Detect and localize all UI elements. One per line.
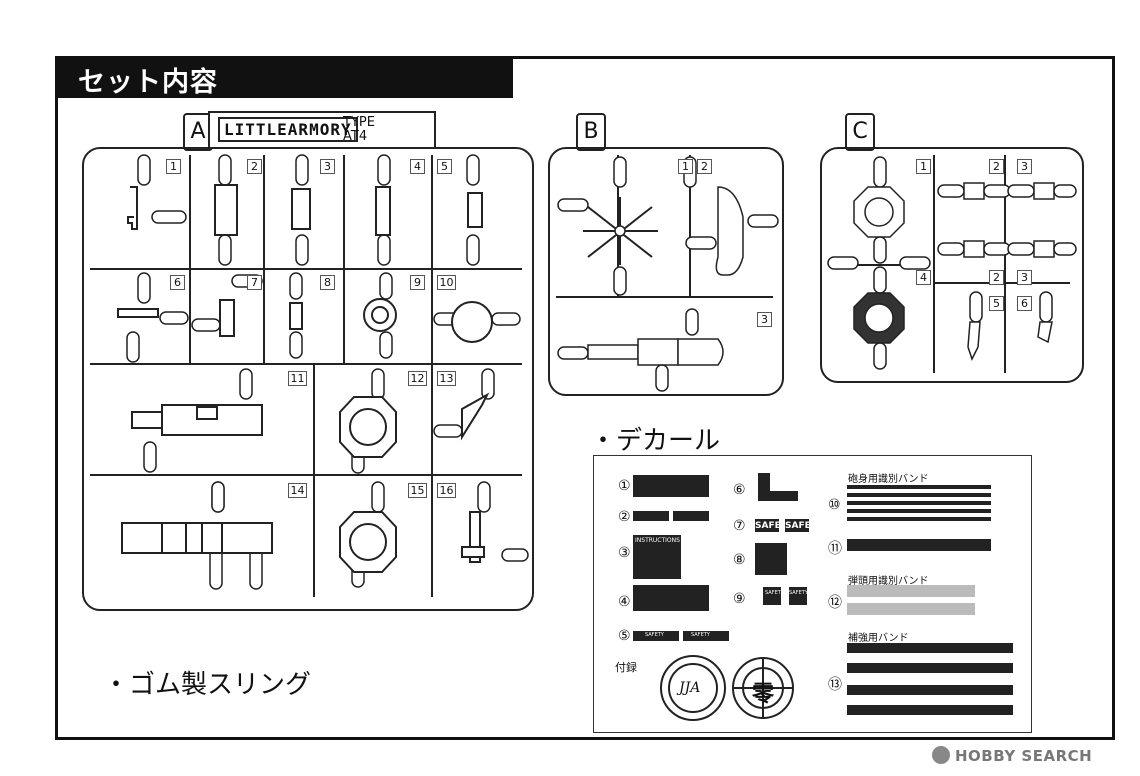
decal-number: ⑥ [733,482,746,498]
part-tag: 3 [1017,270,1032,285]
part-tag: 16 [437,483,456,498]
decal-number: ② [618,509,631,525]
content-frame [55,56,1115,740]
type-line-2: AT4 [343,129,368,144]
part-tag: 12 [408,371,427,386]
part-tag: 15 [408,483,427,498]
part-tag: 7 [247,275,262,290]
instructions-decal: INSTRUCTIONS [635,537,680,544]
header-bar [55,56,513,98]
type-line-1: TYPE [343,115,375,130]
part-tag: 9 [410,275,425,290]
safety-decal: SAFETY [789,590,808,596]
safe-decal: SAFE [755,521,781,531]
part-tag: 10 [437,275,456,290]
part-tag: 8 [320,275,335,290]
sprue-b-parts [556,155,779,392]
rubber-sling-label: ・ゴム製スリング [103,670,312,700]
part-tag: 5 [989,296,1004,311]
band-title-warhead: 弾頭用識別バンド [848,576,929,587]
extra-label: 付録 [615,661,637,674]
zero-emblem: 零 [752,682,775,707]
decal-number: ④ [618,594,631,610]
sprue-b-frame [548,147,784,396]
part-tag: 3 [1017,159,1032,174]
part-tag: 4 [410,159,425,174]
decal-number: ① [618,478,631,494]
part-tag: 3 [757,312,772,327]
decal-number: ③ [618,545,631,561]
sprue-c-frame [820,147,1084,383]
watermark: HOBBY SEARCH [955,747,1093,765]
decal-number: ⑬ [828,677,842,693]
sprue-b-label: B [576,113,606,151]
decal-number: ⑤ [618,628,631,644]
decal-number: ⑧ [733,552,746,568]
sprue-a-type: TYPE AT4 [343,116,375,144]
sprue-c-parts [827,155,1077,373]
jja-emblem: JJA [679,680,701,696]
part-tag: 5 [437,159,452,174]
safety-decal: SAFETY [765,590,784,596]
decal-graphics [633,473,1013,721]
part-tag: 11 [288,371,307,386]
page-title: セット内容 [78,67,218,98]
part-tag: 1 [916,159,931,174]
part-tag: 13 [437,371,456,386]
decal-number: ⑦ [733,518,746,534]
decal-number: ⑩ [828,497,841,513]
part-tag: 1 [166,159,181,174]
band-title-barrel: 砲身用識別バンド [848,474,929,485]
sprue-a-frame [82,147,534,611]
part-tag: 6 [170,275,185,290]
part-tag: 3 [320,159,335,174]
decal-number: ⑨ [733,591,746,607]
band-title-reinforce: 補強用バンド [848,633,909,644]
hobby-search-icon [932,746,950,764]
little-armory-logo: LITTLEARMORY [218,117,358,142]
decal-number: ⑪ [828,541,842,557]
part-tag: 2 [247,159,262,174]
sprue-c-label: C [845,113,875,151]
decal-number: ⑫ [828,595,842,611]
part-tag: 14 [288,483,307,498]
part-tag: 2 [989,270,1004,285]
decal-heading: ・デカール [590,426,721,456]
part-tag: 4 [916,270,931,285]
safety-decal: SAFETY [645,632,664,638]
part-tag: 2 [697,159,712,174]
safe-decal: SAFE [785,521,811,531]
part-tag: 6 [1017,296,1032,311]
safety-decal: SAFETY [691,632,710,638]
part-tag: 1 [678,159,693,174]
sprue-a-parts [90,154,529,597]
part-tag: 2 [989,159,1004,174]
